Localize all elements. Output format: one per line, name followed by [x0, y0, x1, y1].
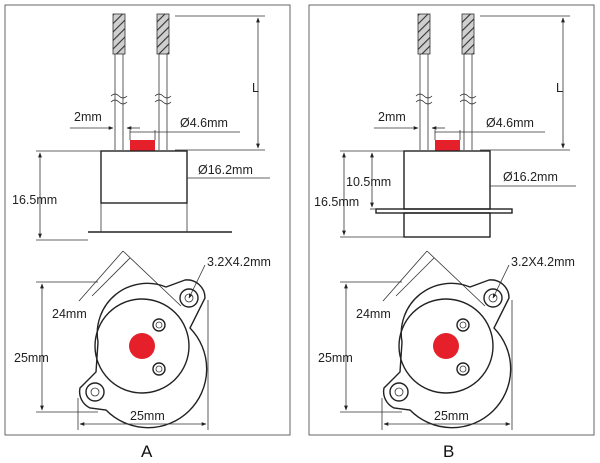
panel-b-flange-view: 3.2X4.2mm 24mm 25mm 25mm — [318, 250, 575, 430]
panel-a-body-dia-dim: Ø16.2mm — [187, 163, 270, 179]
panel-b-height-label: 16.5mm — [314, 195, 359, 209]
panel-b-flange-width-label: 25mm — [434, 409, 469, 423]
wire-right-break — [154, 93, 172, 105]
panel-a-height-label: 16.5mm — [12, 193, 57, 207]
panel-b-frame — [308, 4, 595, 436]
panel-b-probe-dia-label: Ø4.6mm — [486, 116, 534, 130]
panel-b-top-dims: 2mm Ø4.6mm — [374, 110, 545, 140]
panel-b-height-dim: 16.5mm — [314, 152, 404, 238]
panel-b-mount-hole-label: 3.2X4.2mm — [511, 255, 575, 269]
panel-b-label: B — [443, 442, 454, 461]
wire-right-sleeve — [156, 13, 170, 55]
panel-a-hole-spacing-label: 24mm — [52, 307, 87, 321]
panel-b-flange-outline — [382, 279, 512, 429]
wire-left-sleeve — [417, 13, 431, 55]
panel-a-probe-dia-label: Ø4.6mm — [180, 116, 228, 130]
panel-a-body-circle — [94, 298, 190, 394]
panel-a-mount-hole-label: 3.2X4.2mm — [207, 255, 271, 269]
panel-b-hole-spacing-label: 24mm — [356, 307, 391, 321]
panel-b-mount-hole-bottom — [389, 382, 409, 402]
panel-a-frame — [4, 4, 291, 436]
panel-b-wire-pitch-label: 2mm — [378, 110, 406, 124]
panel-b-body-dia-dim: Ø16.2mm — [490, 170, 576, 187]
panel-a: L 2mm Ø4.6mm Ø16.2mm — [4, 4, 291, 436]
panel-a-body — [88, 150, 232, 233]
wire-left-break — [110, 93, 128, 105]
wire-left-sleeve — [112, 13, 126, 55]
panel-a-top-dims: 2mm Ø4.6mm — [70, 110, 240, 140]
panel-a-flange-width-label: 25mm — [130, 409, 165, 423]
panel-a-sensor-dot — [129, 333, 155, 359]
panel-b-sensor-dot — [433, 333, 459, 359]
panel-b-body-dia-label: Ø16.2mm — [503, 170, 558, 184]
panel-a-flange-outline — [78, 279, 208, 429]
panel-b-body-height-dim: 10.5mm — [340, 150, 404, 210]
panel-b-wire-length-label: L — [556, 81, 563, 95]
panel-a-wire-length-label: L — [252, 81, 259, 95]
panel-a-wires — [110, 13, 172, 150]
panel-a-flange-view: 3.2X4.2mm 24mm 25mm 25mm — [14, 250, 271, 430]
panel-b-body-height-label: 10.5mm — [346, 175, 391, 189]
panel-a-body-dia-label: Ø16.2mm — [198, 163, 253, 177]
panel-b-terminal-top — [456, 318, 470, 332]
panel-a-mount-hole-bottom — [85, 382, 105, 402]
wire-right-sleeve — [461, 13, 475, 55]
panel-a-height-dim: 16.5mm — [12, 150, 101, 241]
panel-b: L 2mm Ø4.6mm Ø16.2mm 10.5mm — [308, 4, 595, 436]
panel-b-sensor-tip — [435, 140, 460, 151]
panel-b-body-circle — [398, 298, 494, 394]
panel-b-terminal-bottom — [456, 362, 470, 376]
panel-a-length-dim: L — [175, 15, 265, 151]
panel-a-terminal-bottom — [152, 362, 166, 376]
panel-b-wires — [415, 13, 477, 150]
panel-a-mount-hole-top — [179, 288, 199, 308]
panel-a-flange-height-label: 25mm — [14, 351, 49, 365]
panel-a-sensor-tip — [130, 140, 155, 151]
panel-b-length-dim: L — [480, 15, 570, 151]
panel-a-wire-pitch-label: 2mm — [74, 110, 102, 124]
panel-b-flange-height-label: 25mm — [318, 351, 353, 365]
panel-a-label: A — [141, 442, 153, 461]
panel-b-body — [375, 150, 513, 238]
panel-a-terminal-top — [152, 318, 166, 332]
panel-b-mount-hole-top — [483, 288, 503, 308]
